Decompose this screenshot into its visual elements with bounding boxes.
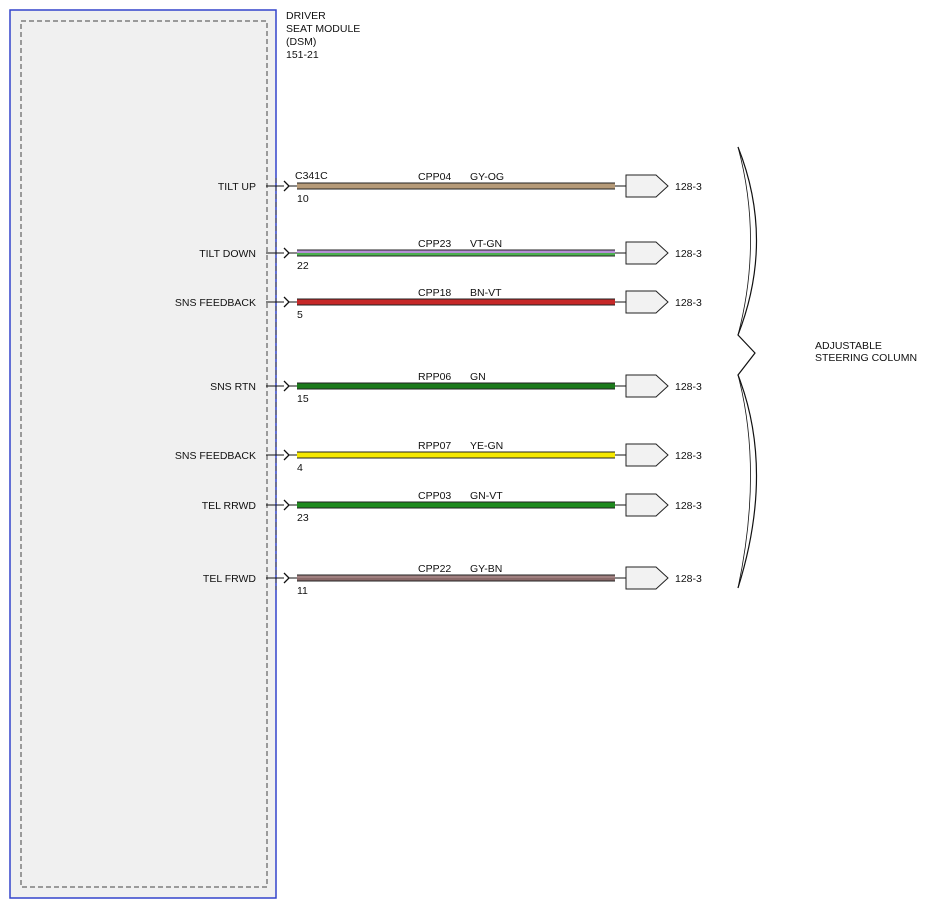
dest-ref: 128-3 (675, 297, 702, 309)
pin-number: 15 (297, 393, 309, 405)
connector-chevron-icon (283, 572, 290, 584)
wire-color-code: GN (470, 371, 486, 383)
connector-chevron-icon (283, 499, 290, 511)
circuit-label: TILT UP (218, 181, 256, 193)
wire-stripe-secondary (297, 455, 615, 458)
group-brace-inner (737, 146, 751, 589)
connector-id: C341C (295, 170, 328, 182)
wire-stripe-secondary (297, 386, 615, 389)
circuit-label: TEL FRWD (203, 573, 257, 585)
circuit-id: CPP22 (418, 563, 451, 575)
circuit-row: TILT DOWN 22 CPP23 VT-GN 128-3 (199, 238, 702, 272)
circuit-row: SNS FEEDBACK 5 CPP18 BN-VT 128-3 (175, 287, 702, 321)
circuit-label: SNS RTN (210, 381, 256, 393)
dest-ref: 128-3 (675, 573, 702, 585)
module-title-line-4: 151-21 (286, 49, 319, 61)
dest-arrow-icon (625, 290, 669, 314)
dest-arrow-icon (625, 493, 669, 517)
circuit-row: SNS FEEDBACK 4 RPP07 YE-GN 128-3 (175, 440, 702, 474)
wire-stripe-primary (297, 299, 615, 302)
connector-chevron-icon (283, 449, 290, 461)
circuit-row: TILT UP 10 CPP04 GY-OG 128-3 (218, 171, 702, 205)
group-label-line-1: ADJUSTABLE (815, 340, 882, 352)
circuit-id: CPP23 (418, 238, 451, 250)
connector-chevron-icon (283, 296, 290, 308)
wire-color-code: GY-BN (470, 563, 502, 575)
group-label: ADJUSTABLE STEERING COLUMN (815, 340, 917, 364)
pin-number: 5 (297, 309, 303, 321)
pin-number: 23 (297, 512, 309, 524)
module-inner-dashed-border (20, 20, 268, 888)
circuit-label: SNS FEEDBACK (175, 450, 256, 462)
wire-stripe-secondary (297, 578, 615, 581)
dest-arrow-icon (625, 566, 669, 590)
dest-ref: 128-3 (675, 450, 702, 462)
dest-arrow-icon (625, 443, 669, 467)
module-box (9, 9, 277, 899)
connector-chevron-icon (283, 380, 290, 392)
wire-color-code: VT-GN (470, 238, 502, 250)
pin-number: 4 (297, 462, 303, 474)
circuit-id: CPP18 (418, 287, 451, 299)
circuit-id: RPP06 (418, 371, 451, 383)
wire-color-code: GN-VT (470, 490, 503, 502)
wire-stripe-secondary (297, 302, 615, 305)
circuit-label: SNS FEEDBACK (175, 297, 256, 309)
module-outer-border (9, 9, 277, 899)
module-title-line-1: DRIVER (286, 10, 326, 22)
dest-arrow-icon (625, 241, 669, 265)
circuit-id: RPP07 (418, 440, 451, 452)
pin-number: 11 (297, 585, 308, 597)
wire-stripe-primary (297, 452, 615, 455)
circuit-id: CPP03 (418, 490, 451, 502)
dest-ref: 128-3 (675, 181, 702, 193)
module-title: DRIVER SEAT MODULE (DSM) 151-21 (286, 10, 360, 61)
dest-arrow-icon (625, 374, 669, 398)
circuit-label: TILT DOWN (199, 248, 256, 260)
wire-color-code: GY-OG (470, 171, 504, 183)
wire-color-code: BN-VT (470, 287, 502, 299)
pin-number: 22 (297, 260, 309, 272)
group-label-line-2: STEERING COLUMN (815, 352, 917, 364)
wire-stripe-primary (297, 383, 615, 386)
connector-chevron-icon (283, 180, 290, 192)
wire-stripe-secondary (297, 253, 615, 256)
module-title-line-2: SEAT MODULE (286, 23, 360, 35)
circuit-row: SNS RTN 15 RPP06 GN 128-3 (210, 371, 702, 405)
dest-arrow-icon (625, 174, 669, 198)
wire-stripe-primary (297, 250, 615, 253)
wire-stripe-secondary (297, 186, 615, 189)
connector-chevron-icon (283, 247, 290, 259)
dest-ref: 128-3 (675, 500, 702, 512)
dest-ref: 128-3 (675, 248, 702, 260)
circuit-row: TEL FRWD 11 CPP22 GY-BN 128-3 (203, 563, 702, 597)
circuit-row: TEL RRWD 23 CPP03 GN-VT 128-3 (202, 490, 702, 524)
wire-color-code: YE-GN (470, 440, 503, 452)
wire-stripe-primary (297, 575, 615, 578)
wire-stripe-secondary (297, 505, 615, 508)
pin-number: 10 (297, 193, 309, 205)
module-title-line-3: (DSM) (286, 36, 316, 48)
wire-stripe-primary (297, 183, 615, 186)
circuit-id: CPP04 (418, 171, 451, 183)
dest-ref: 128-3 (675, 381, 702, 393)
circuit-label: TEL RRWD (202, 500, 257, 512)
group-brace (737, 146, 758, 589)
wire-stripe-primary (297, 502, 615, 505)
